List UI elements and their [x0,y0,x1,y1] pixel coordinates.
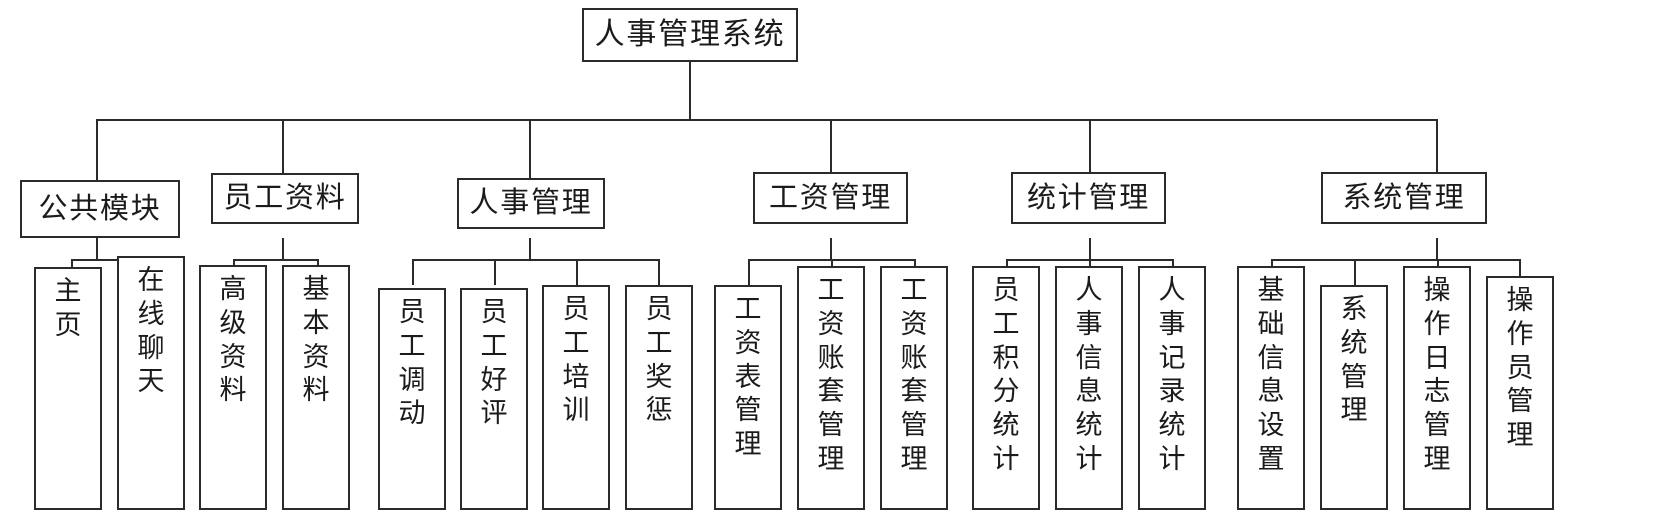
node-leaf-employee-training[interactable]: 员工培训 [542,285,610,510]
edge-stem-branch-1 [282,238,284,260]
node-leaf-label: 人事记录统计 [1158,275,1186,474]
node-branch-label: 系统管理 [1342,181,1466,214]
node-leaf-label: 员工奖惩 [645,294,673,426]
edge-bus-branch-5 [1271,259,1520,261]
node-branch-label: 员工资料 [223,182,347,215]
node-leaf-hr-info-statistics[interactable]: 人事信息统计 [1055,266,1123,510]
node-leaf-label: 工资账套管理 [900,275,928,474]
node-leaf-label: 工资表管理 [734,294,762,459]
edge-leaf-2-0 [412,259,414,285]
node-leaf-basic-info-settings[interactable]: 基础信息设置 [1237,266,1305,510]
node-leaf-label: 在线聊天 [137,265,165,397]
node-leaf-payroll-account-set-management-1[interactable]: 工资账套管理 [797,266,865,510]
node-branch-employee-data[interactable]: 员工资料 [211,173,359,224]
edge-leaf-2-1 [494,259,496,285]
edge-drop-branch-3 [830,119,832,180]
edge-bus-branch-2 [412,259,660,261]
edge-stem-branch-3 [830,238,832,260]
edge-drop-branch-5 [1436,119,1438,180]
node-leaf-label: 人事信息统计 [1075,275,1103,474]
node-leaf-employee-transfer[interactable]: 员工调动 [378,288,446,510]
node-leaf-label: 员工调动 [398,297,426,429]
node-leaf-label: 主页 [54,276,82,340]
edge-level2-bus [96,119,1437,121]
node-leaf-home[interactable]: 主页 [34,267,102,510]
edge-bus-branch-0 [71,259,157,261]
node-leaf-basic-data[interactable]: 基本资料 [282,265,350,510]
node-branch-label: 人事管理 [469,187,593,220]
node-leaf-label: 员工积分统计 [992,275,1020,474]
edge-stem-branch-2 [529,238,531,260]
node-leaf-payroll-table-management[interactable]: 工资表管理 [714,285,782,510]
edge-stem-branch-4 [1089,238,1091,260]
node-branch-salary-management[interactable]: 工资管理 [753,172,908,224]
edge-leaf-3-0 [748,259,750,285]
edge-drop-branch-2 [529,119,531,180]
node-leaf-online-chat[interactable]: 在线聊天 [117,256,185,510]
node-leaf-operation-log-management[interactable]: 操作日志管理 [1403,266,1471,510]
node-branch-label: 统计管理 [1027,181,1150,214]
node-leaf-payroll-account-set-management-2[interactable]: 工资账套管理 [880,266,948,510]
edge-drop-branch-0 [96,119,98,180]
node-leaf-label: 操作员管理 [1506,285,1534,450]
node-leaf-label: 员工好评 [480,297,508,429]
node-root[interactable]: 人事管理系统 [582,8,798,62]
node-branch-label: 工资管理 [769,181,892,214]
node-leaf-label: 高级资料 [219,274,247,406]
node-branch-label: 公共模块 [38,192,162,225]
node-branch-system-management[interactable]: 系统管理 [1321,172,1487,224]
node-leaf-label: 系统管理 [1340,294,1368,426]
edge-stem-branch-0 [96,238,98,260]
edge-leaf-2-2 [576,259,578,285]
node-root-label: 人事管理系统 [594,18,786,52]
node-branch-public-module[interactable]: 公共模块 [20,180,180,238]
node-leaf-label: 员工培训 [562,294,590,426]
node-leaf-label: 操作日志管理 [1423,275,1451,474]
edge-drop-branch-1 [282,119,284,180]
node-leaf-system-management[interactable]: 系统管理 [1320,285,1388,510]
edge-leaf-2-3 [658,259,660,285]
node-leaf-employee-points-statistics[interactable]: 员工积分统计 [972,266,1040,510]
node-leaf-employee-rewards[interactable]: 员工奖惩 [625,285,693,510]
node-leaf-operator-management[interactable]: 操作员管理 [1486,276,1554,510]
node-leaf-hr-record-statistics[interactable]: 人事记录统计 [1138,266,1206,510]
node-leaf-label: 基本资料 [302,274,330,406]
node-branch-statistics-management[interactable]: 统计管理 [1011,172,1166,224]
node-leaf-label: 工资账套管理 [817,275,845,474]
edge-leaf-5-3 [1519,259,1521,285]
node-leaf-label: 基础信息设置 [1257,275,1285,474]
edge-leaf-5-1 [1354,259,1356,285]
edge-root-stem [689,60,691,120]
edge-stem-branch-5 [1436,238,1438,260]
edge-bus-branch-1 [233,259,319,261]
node-leaf-employee-praise[interactable]: 员工好评 [460,288,528,510]
edge-drop-branch-4 [1089,119,1091,180]
node-branch-hr-management[interactable]: 人事管理 [457,178,605,229]
node-leaf-advanced-data[interactable]: 高级资料 [199,265,267,510]
